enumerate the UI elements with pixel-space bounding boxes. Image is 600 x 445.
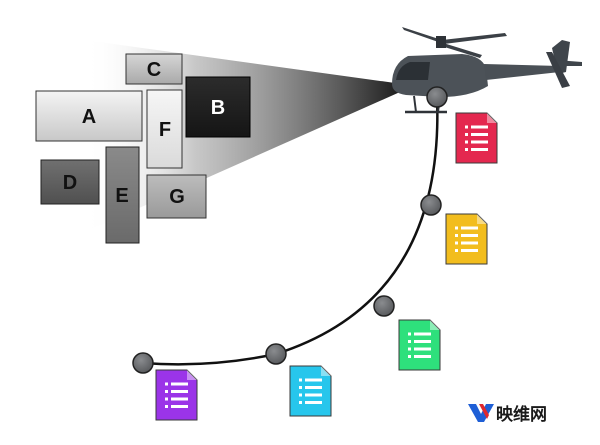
waypoint-node bbox=[373, 295, 395, 317]
list-line bbox=[414, 332, 431, 336]
block-b: B bbox=[185, 76, 251, 138]
list-bullet bbox=[165, 382, 168, 386]
document-icon bbox=[455, 112, 498, 164]
block-g: G bbox=[146, 174, 207, 219]
waypoint-node bbox=[420, 194, 442, 216]
list-line bbox=[471, 133, 488, 136]
document-icon bbox=[398, 319, 441, 371]
list-bullet bbox=[465, 140, 468, 144]
block-a: A bbox=[35, 90, 143, 142]
list-line bbox=[414, 340, 431, 343]
block-d-label: D bbox=[63, 172, 77, 194]
list-bullet bbox=[465, 133, 468, 136]
list-bullet bbox=[408, 332, 411, 336]
list-bullet bbox=[299, 401, 302, 404]
list-bullet bbox=[408, 355, 411, 358]
list-line bbox=[461, 226, 478, 230]
list-bullet bbox=[455, 241, 458, 245]
yv-logo-icon bbox=[468, 404, 494, 422]
list-bullet bbox=[455, 249, 458, 252]
list-line bbox=[461, 234, 478, 237]
document-icons bbox=[155, 112, 498, 421]
list-bullet bbox=[165, 390, 168, 393]
list-bullet bbox=[408, 340, 411, 343]
list-bullet bbox=[165, 397, 168, 401]
block-e: E bbox=[105, 146, 140, 244]
list-bullet bbox=[299, 393, 302, 397]
watermark: 映维网 bbox=[468, 404, 547, 425]
helicopter-icon bbox=[392, 27, 582, 114]
block-d: D bbox=[40, 159, 100, 205]
list-line bbox=[171, 405, 188, 408]
list-bullet bbox=[408, 347, 411, 351]
list-line bbox=[461, 241, 478, 245]
list-line bbox=[171, 390, 188, 393]
watermark-text: 映维网 bbox=[496, 404, 547, 425]
list-line bbox=[414, 355, 431, 358]
list-bullet bbox=[299, 378, 302, 382]
waypoint-node bbox=[426, 86, 448, 108]
list-line bbox=[305, 401, 322, 404]
list-line bbox=[471, 125, 488, 129]
block-a-label: A bbox=[82, 106, 96, 128]
list-line bbox=[414, 347, 431, 351]
flight-path bbox=[142, 96, 439, 366]
block-f: F bbox=[146, 89, 183, 169]
list-bullet bbox=[465, 125, 468, 129]
block-c: C bbox=[125, 53, 183, 85]
list-line bbox=[305, 386, 322, 389]
list-line bbox=[305, 393, 322, 397]
list-line bbox=[461, 249, 478, 252]
document-icon bbox=[289, 365, 332, 417]
block-b-label: B bbox=[211, 97, 225, 119]
list-bullet bbox=[465, 148, 468, 151]
list-line bbox=[171, 382, 188, 386]
list-line bbox=[305, 378, 322, 382]
block-g-label: G bbox=[169, 186, 185, 208]
list-bullet bbox=[455, 226, 458, 230]
list-line bbox=[171, 397, 188, 401]
block-c-label: C bbox=[147, 59, 161, 81]
waypoint-node bbox=[132, 352, 154, 374]
list-bullet bbox=[299, 386, 302, 389]
list-line bbox=[471, 148, 488, 151]
list-bullet bbox=[455, 234, 458, 237]
document-icon bbox=[445, 213, 488, 265]
block-e-label: E bbox=[115, 185, 128, 207]
document-icon bbox=[155, 369, 198, 421]
list-bullet bbox=[165, 405, 168, 408]
waypoint-node bbox=[265, 343, 287, 365]
block-f-label: F bbox=[159, 119, 171, 141]
list-line bbox=[471, 140, 488, 144]
